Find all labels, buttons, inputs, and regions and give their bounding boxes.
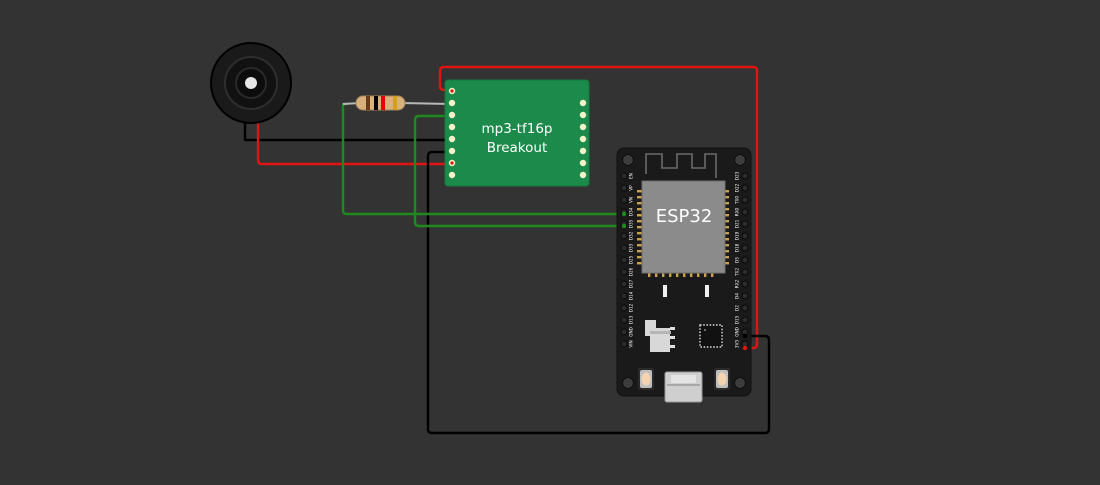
speaker-positive-wire[interactable] — [256, 120, 453, 166]
left-pin-label: GND — [629, 327, 634, 337]
resistor-band-4 — [393, 96, 397, 110]
left-pin-label: EN — [629, 173, 634, 179]
resistor[interactable] — [342, 95, 452, 111]
usb-uart-chip — [699, 324, 723, 348]
left-pin-label: D32 — [629, 231, 634, 240]
left-pin-label: D12 — [629, 303, 634, 312]
right-pin-label: D19 — [735, 231, 740, 240]
right-pin-label: GND — [735, 327, 740, 337]
left-pin-label: D14 — [629, 291, 634, 300]
ground-wire[interactable] — [426, 150, 771, 435]
left-pin-label: VIN — [629, 340, 634, 347]
right-pin-label: RX0 — [735, 207, 740, 216]
boot-button[interactable] — [714, 368, 730, 390]
power-wire-3v3[interactable] — [438, 65, 759, 350]
right-pin-label: TX0 — [735, 196, 740, 205]
left-pin-label: D35 — [629, 219, 634, 228]
right-pin-label: D22 — [735, 183, 740, 192]
left-pin-label: D13 — [629, 315, 634, 324]
wires — [243, 65, 771, 435]
right-pin-label: TX2 — [735, 268, 740, 277]
speaker-ground-wire[interactable] — [243, 120, 453, 142]
en-button[interactable] — [638, 368, 654, 390]
voltage-regulator — [645, 320, 675, 352]
left-pin-label: D26 — [629, 267, 634, 276]
right-pin-label: D21 — [735, 219, 740, 228]
signal-wire-tx[interactable] — [413, 114, 626, 228]
right-pin-label: D4 — [735, 293, 740, 299]
right-pin-label: D5 — [735, 257, 740, 263]
right-pin-label: D18 — [735, 243, 740, 252]
esp32-board[interactable]: ESP32 ENVPVND34D35D32D33D25D26D27D14D12D… — [616, 147, 752, 403]
resistor-band-2 — [374, 96, 378, 110]
mp3-title-line2: Breakout — [487, 140, 548, 156]
right-pin-label: RX2 — [735, 279, 740, 288]
resistor-band-1 — [366, 96, 370, 110]
right-pin-label: D15 — [735, 315, 740, 324]
mp3-board — [444, 79, 590, 187]
mounting-holes — [622, 154, 746, 389]
micro-usb-port[interactable] — [664, 371, 703, 403]
mp3-title-line1: mp3-tf16p — [482, 121, 553, 137]
smd-components — [663, 285, 709, 297]
esp32-chip-label: ESP32 — [656, 206, 713, 227]
esp32-left-header — [620, 172, 628, 348]
left-pin-label: D27 — [629, 279, 634, 288]
mp3-right-pins — [579, 99, 587, 179]
speaker-icon — [245, 77, 257, 89]
left-pin-label: D34 — [629, 207, 634, 216]
left-pin-label: D25 — [629, 255, 634, 264]
mp3-module[interactable]: mp3-tf16p Breakout — [444, 79, 590, 187]
signal-wire-rx[interactable] — [341, 102, 626, 216]
antenna-trace — [645, 153, 717, 178]
resistor-body — [355, 95, 406, 111]
resistor-lead-right — [400, 102, 452, 105]
esp32-right-header — [741, 172, 749, 348]
right-pin-label: 3V3 — [735, 340, 740, 349]
right-pin-label: D23 — [735, 171, 740, 180]
resistor-band-3 — [381, 96, 385, 110]
speaker[interactable] — [210, 42, 292, 124]
right-pin-label: D2 — [735, 305, 740, 311]
left-pin-label: VP — [629, 185, 634, 191]
mp3-left-pins — [448, 87, 456, 179]
wire-endpoints — [450, 89, 748, 351]
left-pin-label: VN — [629, 197, 634, 203]
module-pads — [637, 190, 729, 277]
esp32-module — [641, 180, 726, 274]
left-pin-label: D33 — [629, 243, 634, 252]
